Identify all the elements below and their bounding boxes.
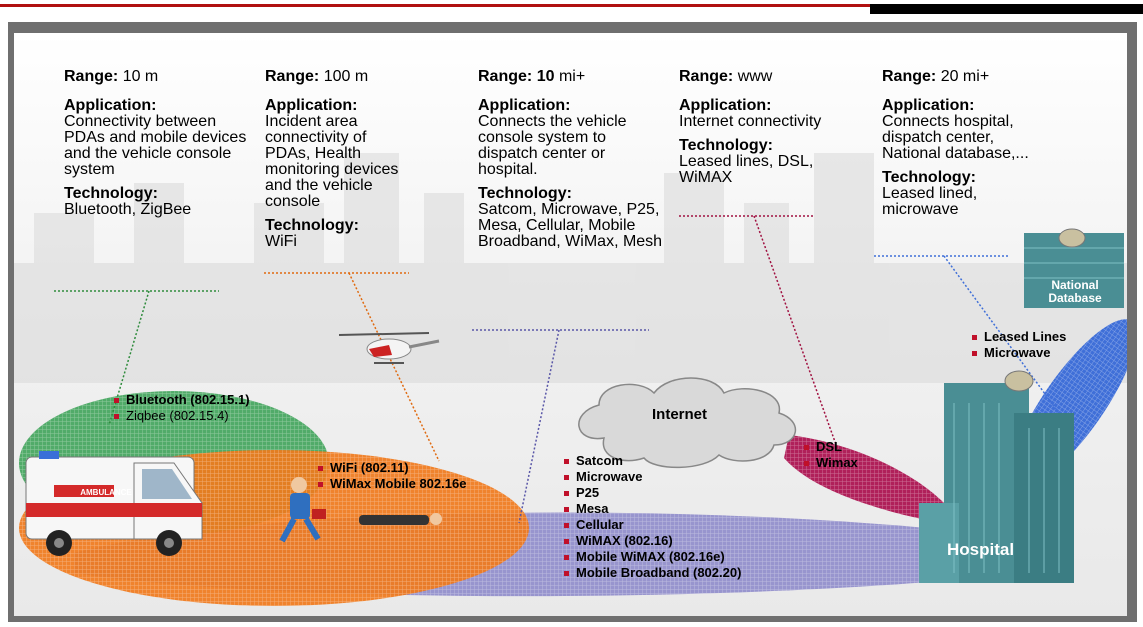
range-label: Range: bbox=[64, 68, 119, 85]
list-item: Mobile WiMAX (802.16e) bbox=[562, 549, 741, 565]
application-label: Application: bbox=[478, 97, 571, 114]
list-item: WiFi (802.11) bbox=[316, 460, 466, 476]
internet-label: Internet bbox=[652, 406, 708, 423]
bluetooth-list: Bluetooth (802.15.1) Ziqbee (802.15.4) bbox=[112, 392, 250, 424]
list-item: Cellular bbox=[562, 517, 741, 533]
column-wide-area: Range: 10 mi+ Application:Connects the v… bbox=[478, 69, 663, 258]
application-label: Application: bbox=[64, 97, 157, 114]
list-item: WiMax Mobile 802.16e bbox=[316, 476, 466, 492]
technology-label: Technology: bbox=[64, 185, 158, 202]
column-backbone: Range: 20 mi+ Application:Connects hospi… bbox=[882, 69, 1032, 226]
technology-label: Technology: bbox=[265, 217, 359, 234]
range-label: Range: bbox=[679, 68, 734, 85]
range-label: Range: bbox=[882, 68, 937, 85]
column-internet: Range: www Application:Internet connecti… bbox=[679, 69, 824, 194]
list-item: Mesa bbox=[562, 501, 741, 517]
ambulance-icon bbox=[25, 451, 203, 556]
national-database-label: National Database bbox=[1048, 278, 1102, 305]
list-item: Bluetooth (802.15.1) bbox=[112, 392, 250, 408]
helicopter-icon bbox=[338, 332, 440, 364]
range-value: 20 mi+ bbox=[940, 68, 990, 85]
list-item: WiMAX (802.16) bbox=[562, 533, 741, 549]
application-text: Internet connectivity bbox=[679, 113, 822, 130]
hospital-building-icon bbox=[919, 370, 1074, 583]
technology-text: WiFi bbox=[265, 233, 297, 250]
range-label: Range: bbox=[265, 68, 320, 85]
application-label: Application: bbox=[679, 97, 772, 114]
leased-lines-list: Leased Lines Microwave bbox=[970, 329, 1066, 361]
wide-area-list: Satcom Microwave P25 Mesa Cellular WiMAX… bbox=[562, 453, 741, 581]
range-value: 100 m bbox=[323, 68, 369, 85]
ambulance-text: AMBULANCE bbox=[80, 488, 132, 497]
technology-text: Bluetooth, ZigBee bbox=[64, 201, 192, 218]
application-label: Application: bbox=[265, 97, 358, 114]
internet-cloud bbox=[578, 377, 797, 469]
application-text: Connectivity between PDAs and mobile dev… bbox=[64, 113, 247, 178]
patient-icon bbox=[359, 513, 442, 525]
technology-label: Technology: bbox=[679, 137, 773, 154]
header-rule-black bbox=[870, 4, 1143, 14]
application-label: Application: bbox=[882, 97, 975, 114]
city-skyline-background bbox=[14, 153, 1127, 383]
diagram-canvas: AMBULANCE bbox=[14, 33, 1127, 616]
list-item: Mobile Broadband (802.20) bbox=[562, 565, 741, 581]
application-text: Connects the vehicle console system to d… bbox=[478, 113, 627, 178]
national-database-icon bbox=[1024, 228, 1124, 308]
list-item: Wimax bbox=[802, 455, 858, 471]
column-short-range: Range: 10 m Application:Connectivity bet… bbox=[64, 69, 249, 226]
list-item: DSL bbox=[802, 439, 858, 455]
list-item: Microwave bbox=[970, 345, 1066, 361]
range-label: Range: bbox=[478, 68, 533, 85]
list-item: Satcom bbox=[562, 453, 741, 469]
application-text: Incident area connectivity of PDAs, Heal… bbox=[265, 113, 399, 210]
application-text: Connects hospital, dispatch center, Nati… bbox=[882, 113, 1029, 162]
technology-text: Leased lined, microwave bbox=[882, 185, 978, 218]
dsl-list: DSL Wimax bbox=[802, 439, 858, 471]
header-rule-red bbox=[0, 4, 870, 7]
technology-label: Technology: bbox=[478, 185, 572, 202]
list-item: Leased Lines bbox=[970, 329, 1066, 345]
technology-text: Leased lines, DSL, WiMAX bbox=[679, 153, 814, 186]
hospital-label: Hospital bbox=[947, 540, 1015, 559]
range-value: mi+ bbox=[558, 68, 586, 85]
list-item: Microwave bbox=[562, 469, 741, 485]
network-scene: AMBULANCE bbox=[14, 153, 1127, 606]
range-value-bold: 10 bbox=[536, 68, 555, 85]
column-incident-area: Range: 100 m Application:Incident area c… bbox=[265, 69, 415, 258]
technology-label: Technology: bbox=[882, 169, 976, 186]
paramedic-icon bbox=[279, 477, 326, 543]
list-item: Ziqbee (802.15.4) bbox=[112, 408, 250, 424]
technology-text: Satcom, Microwave, P25, Mesa, Cellular, … bbox=[478, 201, 663, 250]
range-value: 10 m bbox=[122, 68, 159, 85]
list-item: P25 bbox=[562, 485, 741, 501]
wifi-list: WiFi (802.11) WiMax Mobile 802.16e bbox=[316, 460, 466, 492]
range-value: www bbox=[737, 68, 773, 85]
